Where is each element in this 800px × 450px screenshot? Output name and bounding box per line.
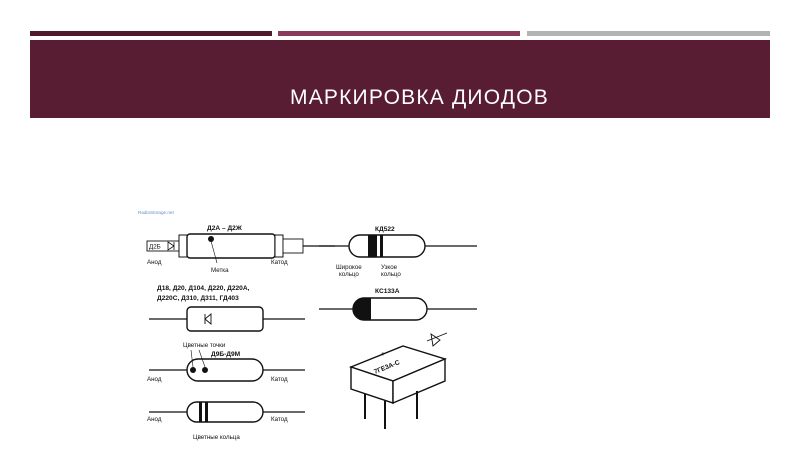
top-stripe-light [527,31,770,36]
ring-1 [199,402,202,422]
narrow-ring-label-1: Узкое [381,264,398,271]
kd522-type-label: КД522 [375,226,395,233]
d9-dot-1 [190,367,196,373]
diode-drawing: RadioStorage.net Д2Б Д2А – Д2Ж Анод Като… [138,210,477,441]
diode-d2: Д2Б Д2А – Д2Ж Анод Катод Метка [146,225,335,274]
diode-marking-figure: RadioStorage.net Д2Б Д2А – Д2Ж Анод Като… [135,207,482,450]
d9-cathode-label: Катод [271,376,288,383]
wide-ring-label-2: кольцо [339,271,359,278]
title-banner [30,40,770,118]
block-plus-sign: + [381,351,385,358]
diode-block-7ge3a: 7ГЕ3А-С + [348,332,448,429]
rings-cathode-label: Катод [271,416,288,423]
diode-d9: Цветные точки Д9Б-Д9М Анод Катод [147,342,305,383]
narrow-ring [380,235,383,257]
diode-rings: Анод Катод Цветные кольца [147,401,305,441]
top-stripe-mid [278,31,520,36]
d9-dot-2 [202,367,208,373]
narrow-ring-label-2: кольцо [381,271,401,278]
rings-label: Цветные кольца [193,434,240,441]
slide-title: МАРКИРОВКА ДИОДОВ [290,86,549,109]
d2-type-label: Д2А – Д2Ж [207,225,242,232]
wide-ring [368,235,377,257]
wide-ring-label-1: Широкое [336,264,362,271]
ring-2 [205,402,208,422]
d9-anode-label: Анод [147,376,162,383]
d18-types-line2: Д220С, Д310, Д311, ГД403 [157,295,239,302]
d9-dots-label: Цветные точки [183,342,226,349]
d2-body-mark: Д2Б [149,244,161,251]
mark-dot [208,236,214,242]
diode-d18: Д18, Д20, Д104, Д220, Д220А, Д220С, Д310… [149,285,305,332]
d2-anode-label: Анод [147,259,162,266]
top-stripe-dark [30,31,272,36]
ks133a-type-label: КС133А [375,288,400,295]
ks133a-band [353,298,371,320]
diode-kd522: КД522 Широкое кольцо Узкое кольцо [319,226,477,278]
source-caption: RadioStorage.net [138,210,174,215]
diode-ks133a: КС133А [319,288,477,321]
rings-anode-label: Анод [147,416,162,423]
d2-mark-label: Метка [211,267,229,274]
block-diode-symbol-icon [426,332,448,347]
d2-cathode-label: Катод [271,259,288,266]
d9-type-label: Д9Б-Д9М [211,351,241,358]
d18-diode-symbol-icon [204,313,212,325]
diode-symbol-icon [167,241,175,251]
d18-types-line1: Д18, Д20, Д104, Д220, Д220А, [157,285,250,292]
